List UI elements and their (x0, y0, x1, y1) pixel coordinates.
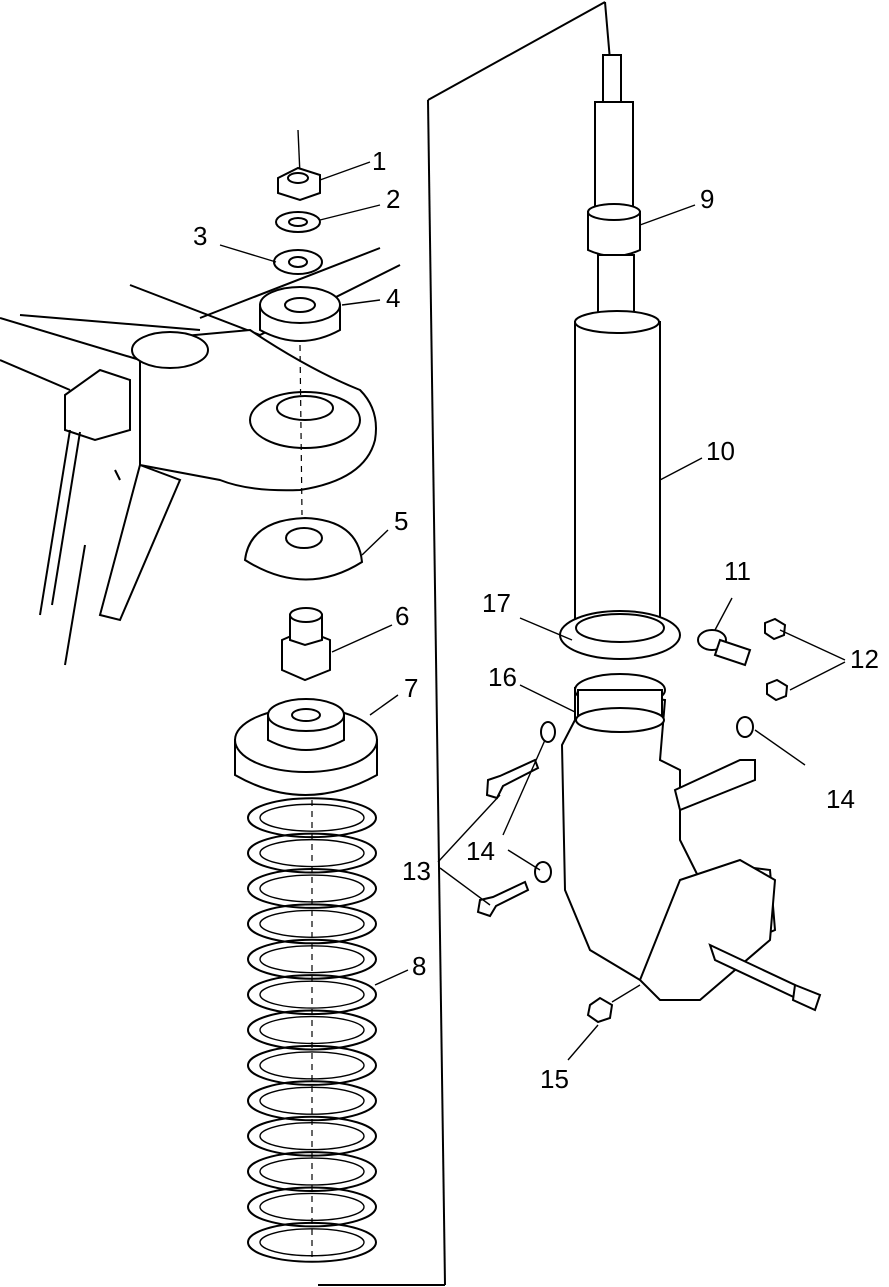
leader-lines (219, 161, 846, 1061)
part-coil-spring (247, 797, 377, 1263)
callout-1: 1 (372, 146, 386, 176)
part-spindle-housing (560, 673, 822, 1012)
part-bolts (476, 758, 540, 918)
callout-7: 7 (404, 673, 418, 703)
callout-3: 3 (193, 221, 207, 251)
callout-9: 9 (700, 184, 714, 214)
frame-arm (0, 247, 401, 666)
callout-15: 15 (540, 1064, 569, 1094)
part-bushing (259, 286, 341, 342)
callout-2: 2 (386, 184, 400, 214)
callout-14-right: 14 (826, 784, 855, 814)
part-clamp (697, 629, 752, 667)
part-washers (534, 716, 754, 883)
part-cup (243, 516, 364, 581)
part-washer-lower (273, 249, 323, 275)
callout-12: 12 (850, 644, 879, 674)
callout-14-left: 14 (466, 836, 495, 866)
callout-13: 13 (402, 856, 431, 886)
callout-4: 4 (386, 283, 400, 313)
callout-17: 17 (482, 588, 511, 618)
part-adjuster-nut (281, 607, 331, 682)
spring-coil-inner (259, 980, 365, 1009)
callout-8: 8 (412, 951, 426, 981)
part-nuts (764, 617, 789, 702)
part-seal-ring (559, 610, 681, 660)
part-shock-absorber (574, 54, 661, 641)
frame-outline (318, 1, 614, 1286)
part-nut (277, 166, 321, 202)
spring-coil-inner (259, 1157, 365, 1186)
callout-11: 11 (724, 556, 751, 586)
spring-coil-inner (259, 838, 365, 868)
callout-6: 6 (395, 601, 409, 631)
callout-16: 16 (488, 662, 517, 692)
callout-10: 10 (706, 436, 735, 466)
part-washer (275, 211, 321, 233)
part-grease-fitting (586, 996, 614, 1024)
part-spring-seat (234, 698, 378, 796)
callout-5: 5 (394, 506, 408, 536)
